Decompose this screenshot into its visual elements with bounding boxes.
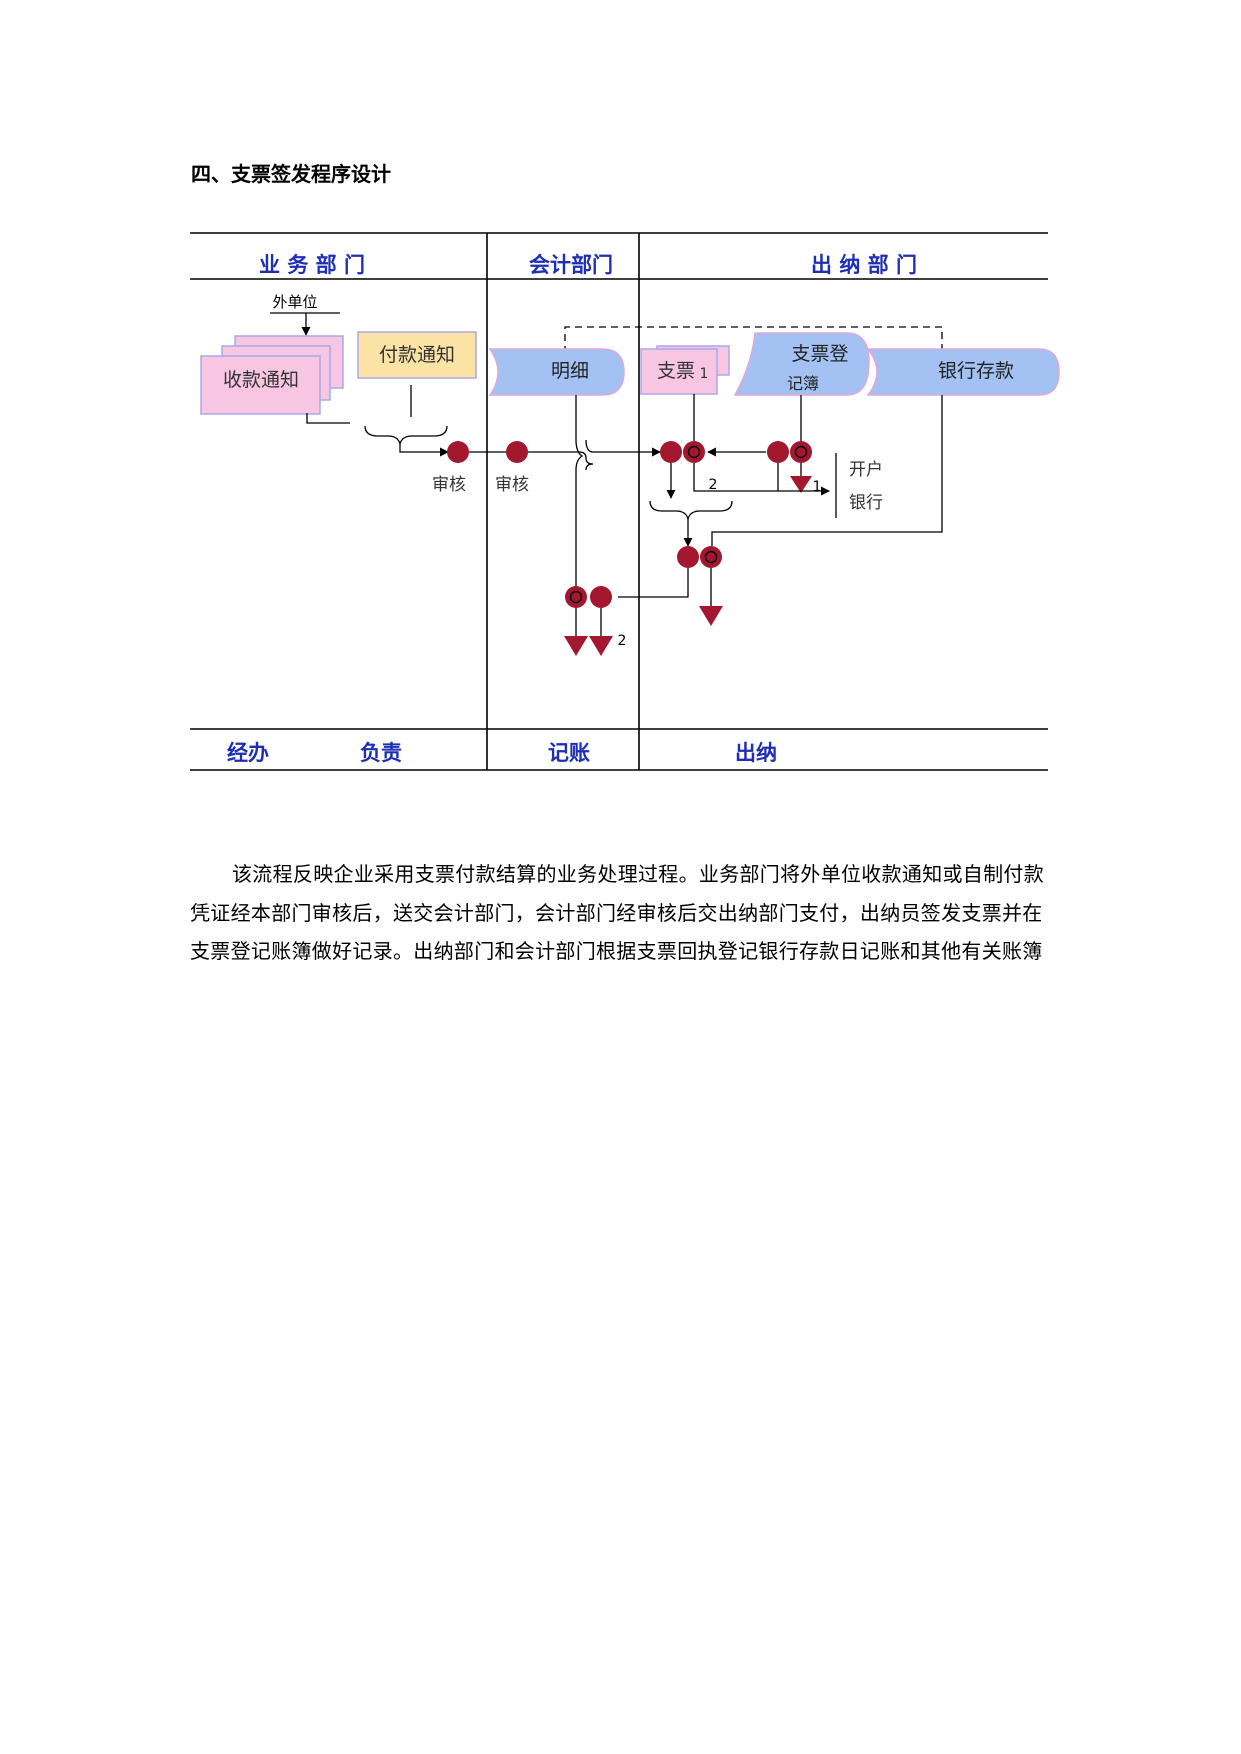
footer-cashier: 出纳	[735, 741, 777, 765]
file-copy-number-1: 1	[813, 479, 822, 495]
section-title: 四、支票签发程序设计	[191, 162, 391, 186]
bank-label-line2: 银行	[849, 493, 883, 513]
footer-bookkeeping: 记账	[548, 741, 590, 765]
check-register-shape	[733, 332, 870, 396]
bank-deposit-ledger-shape	[866, 348, 1060, 396]
receipt-notice-label: 收款通知	[223, 369, 299, 391]
cashier-connectors	[649, 395, 943, 547]
detail-ledger-label: 明细	[551, 360, 589, 382]
check-register-label-line2: 记簿	[787, 374, 819, 393]
lane-header-business: 业 务 部 门	[259, 253, 365, 277]
external-unit-label: 外单位	[272, 293, 317, 311]
accounting-node-copy-ring	[569, 590, 583, 604]
check-copy-number: 1	[700, 366, 709, 382]
check-label: 支票	[657, 360, 695, 382]
accounting-file-lines	[575, 608, 602, 636]
file-triangle-register	[790, 476, 812, 493]
review-label-business: 审核	[432, 475, 466, 495]
cashier-to-accounting-line	[618, 568, 689, 598]
accounting-node-filled	[590, 586, 612, 608]
bank-label-line1: 开户	[849, 460, 883, 480]
file-triangle-cashier	[699, 606, 723, 626]
detail-ledger-shape	[488, 348, 625, 396]
bank-deposit-label: 银行存款	[938, 360, 1014, 382]
lane-header-accounting: 会计部门	[529, 253, 613, 277]
accounting-node-copy	[565, 586, 587, 608]
review-node-business	[447, 441, 469, 463]
lane-header-cashier: 出 纳 部 门	[811, 253, 917, 277]
check-node-filled	[660, 441, 682, 463]
final-node-filled	[677, 546, 699, 568]
file-triangle-accounting-2	[589, 636, 613, 656]
register-node-copy-ring	[794, 445, 808, 459]
footer-supervisor: 负责	[360, 741, 402, 765]
final-node-copy-ring	[704, 550, 718, 564]
register-node-filled	[767, 441, 789, 463]
file-triangle-accounting-1	[564, 636, 588, 656]
check-doc-front	[640, 348, 718, 395]
main-flow-lines	[528, 395, 661, 595]
payment-notice-doc	[357, 331, 477, 379]
register-node-copy	[790, 441, 812, 463]
check-issuing-flowchart: 业 务 部 门 会计部门 出 纳 部 门 经办 负责 记账 出纳 外单位 收款通…	[190, 232, 1060, 771]
copy-number-2-lower: 2	[618, 633, 627, 649]
receipt-notice-stack	[200, 335, 344, 415]
review-label-accounting: 审核	[495, 475, 529, 495]
copy-number-2-upper: 2	[709, 477, 718, 493]
payment-notice-label: 付款通知	[379, 344, 455, 366]
review-node-accounting	[506, 441, 528, 463]
flowchart-frame	[190, 232, 1048, 771]
check-node-copy-ring	[687, 445, 701, 459]
check-node-copy	[683, 441, 705, 463]
external-unit-arrow	[270, 312, 340, 336]
check-register-label-line1: 支票登	[791, 343, 848, 365]
footer-handler: 经办	[227, 741, 269, 765]
business-connectors	[306, 385, 449, 457]
dashed-link-line	[564, 326, 943, 365]
final-node-copy	[700, 546, 722, 568]
description-paragraph: 该流程反映企业采用支票付款结算的业务处理过程。业务部门将外单位收款通知或自制付款…	[190, 862, 1044, 963]
